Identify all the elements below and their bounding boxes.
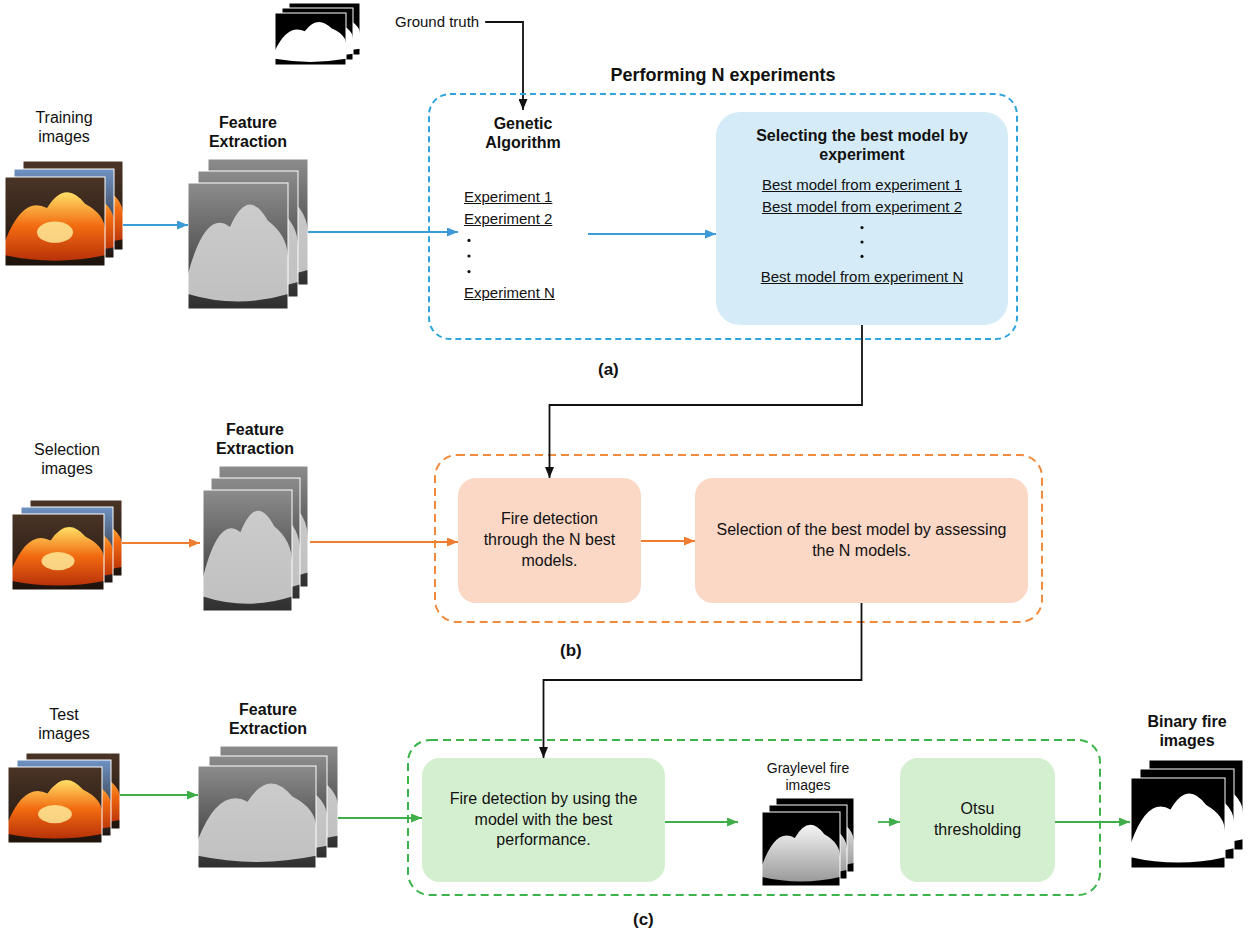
list-item: Experiment 1	[464, 186, 552, 208]
box-text: Fire detection by using the model with t…	[438, 789, 649, 851]
panel-label: (a)	[598, 360, 619, 380]
image-stack-node: Graylevel fire images	[738, 760, 878, 886]
panel-label: (c)	[633, 910, 654, 930]
image-label: Binary fire images	[1142, 712, 1232, 750]
image-label: Feature Extraction	[201, 113, 296, 151]
flow-arrow	[120, 794, 198, 796]
image-stack	[12, 500, 122, 590]
image-stack	[1131, 760, 1243, 868]
process-box: Otsu thresholding	[900, 758, 1055, 882]
image-stack-node: Training images	[5, 108, 123, 266]
box-text: Selection of the best model by assessing…	[711, 520, 1012, 562]
flow-arrow	[878, 821, 900, 823]
process-box: Selection of the best model by assessing…	[695, 478, 1028, 603]
flow-arrow	[122, 542, 200, 544]
process-box: Fire detection through the N best models…	[458, 478, 641, 603]
flow-arrow	[550, 325, 863, 478]
box-text: Fire detection through the N best models…	[474, 509, 625, 571]
image-label: Selection images	[27, 440, 107, 478]
flow-arrow	[485, 22, 523, 110]
flow-arrow	[641, 540, 695, 542]
flow-arrow	[123, 224, 188, 226]
image-label: Training images	[24, 108, 104, 146]
image-label: Feature Extraction	[208, 420, 303, 458]
image-stack-node: Selection images	[12, 440, 122, 590]
process-box: Fire detection by using the model with t…	[422, 758, 665, 882]
box-heading: Genetic Algorithm	[464, 114, 582, 152]
experiment-region: Performing N experimentsGenetic Algorith…	[428, 93, 1018, 340]
image-stack	[8, 753, 120, 843]
ellipsis-dots-icon	[857, 218, 867, 266]
image-label: Feature Extraction	[221, 700, 316, 738]
flow-arrow	[310, 541, 458, 543]
selection-region	[435, 455, 1042, 622]
image-stack-node: Feature Extraction	[200, 420, 310, 611]
image-stack-node: Test images	[8, 705, 120, 843]
flow-arrow	[1055, 821, 1130, 823]
ellipsis-dots	[857, 218, 867, 266]
image-stack	[198, 746, 338, 868]
image-stack-node: Ground truth	[275, 3, 485, 65]
panel-label: (b)	[560, 641, 582, 661]
test-region	[408, 740, 1100, 895]
image-label: Test images	[24, 705, 104, 743]
image-stack-node: Feature Extraction	[198, 700, 338, 868]
flow-arrow	[338, 817, 422, 819]
list-item: Best model from experiment 1	[762, 174, 962, 196]
algorithm-list: Genetic AlgorithmExperiment 1Experiment …	[458, 110, 588, 308]
image-stack	[188, 159, 308, 309]
image-stack	[762, 798, 854, 886]
flow-arrow	[588, 233, 716, 235]
flow-arrow	[544, 603, 862, 758]
box-heading: Selecting the best model by experiment	[728, 126, 996, 164]
flow-arrow	[308, 231, 458, 233]
image-label: Ground truth	[395, 13, 479, 30]
region-heading: Performing N experiments	[430, 65, 1016, 86]
list-item: Best model from experiment 2	[762, 196, 962, 218]
image-stack-node: Feature Extraction	[188, 113, 308, 309]
flow-arrow	[665, 821, 738, 823]
model-selection-box: Selecting the best model by experimentBe…	[716, 112, 1008, 325]
ellipsis-dots-icon	[464, 230, 474, 282]
image-stack	[203, 466, 308, 611]
image-label: Graylevel fire images	[753, 760, 863, 794]
box-text: Otsu thresholding	[916, 799, 1039, 841]
list-item: Experiment N	[464, 282, 555, 304]
image-stack	[5, 161, 123, 266]
list-item: Experiment 2	[464, 208, 552, 230]
list-item: Best model from experiment N	[761, 266, 964, 288]
image-stack-node: Binary fire images	[1130, 712, 1244, 868]
image-stack	[275, 3, 360, 65]
ellipsis-dots	[464, 230, 474, 282]
